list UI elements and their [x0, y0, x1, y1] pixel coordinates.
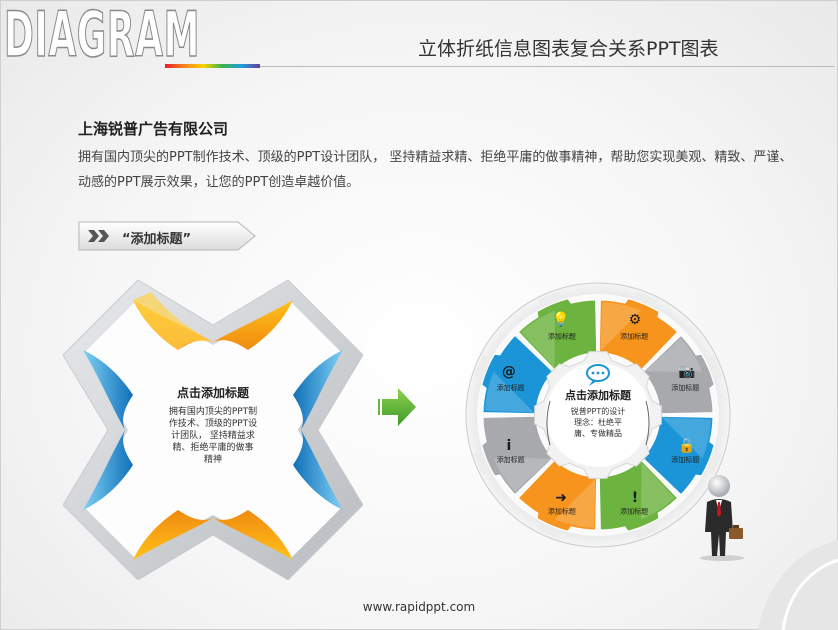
segment-highlight: [641, 461, 675, 520]
ring-segment: [642, 415, 715, 496]
right-body-line: 庸、专做精品: [574, 429, 622, 438]
blue-left-fold: [83, 350, 133, 510]
segment-highlight: [600, 302, 642, 352]
blue-right-fold: [293, 350, 343, 510]
at-icon: @: [502, 364, 516, 380]
left-body-line: 精、拒绝平庸的做事: [172, 443, 254, 453]
footer-url: www.rapidppt.com: [362, 600, 476, 614]
tag-label: “添加标题”: [122, 232, 192, 247]
segment-label: 添加标题: [548, 332, 576, 341]
left-body-line: 作技术、顶级的PPT设: [168, 419, 258, 429]
cross-inner: [85, 302, 341, 558]
folded-cross-diagram: [62, 279, 364, 584]
left-body-line: 拥有国内顶尖的PPT制: [168, 407, 258, 417]
left-center-title: 点击添加标题: [176, 386, 249, 400]
segment-label: 添加标题: [620, 506, 648, 515]
add-title-tag[interactable]: “添加标题”: [78, 221, 256, 251]
right-body-line: 理念：杜绝平: [574, 418, 622, 427]
corner-curve-decoration: [758, 540, 838, 630]
segment-highlight: [485, 371, 535, 413]
ring-notch: [474, 354, 491, 379]
header-divider: [165, 66, 835, 67]
ring-notch: [705, 354, 722, 379]
company-description: 拥有国内顶尖的PPT制作技术、顶级的PPT设计团队， 坚持精益求精、拒绝平庸的做…: [78, 150, 793, 190]
slide-title: 立体折纸信息图表复合关系PPT图表: [418, 38, 719, 60]
ring-segment: [598, 459, 679, 532]
ring-notch: [537, 291, 562, 308]
gears-icon: ⚙: [629, 312, 642, 328]
segment-label: 添加标题: [497, 455, 525, 464]
left-body-line: 计团队， 坚持精益求: [171, 431, 255, 441]
segment-label: 添加标题: [548, 506, 576, 515]
double-chevron-icon: [88, 230, 109, 242]
ring-segment: [481, 334, 554, 415]
ring-notch: [634, 522, 659, 539]
segment-highlight: [521, 310, 555, 369]
businessman-figure-icon: [698, 472, 748, 566]
exclamation-icon: !: [632, 490, 638, 506]
ring-notch: [537, 522, 562, 539]
segment-label: 添加标题: [671, 383, 699, 392]
segment-label: 添加标题: [671, 455, 699, 464]
segment-highlight: [554, 478, 596, 528]
orange-bottom-fold: [133, 510, 293, 560]
diagram-logo: DIAGRAM: [4, 0, 200, 71]
ring-notch: [705, 451, 722, 476]
left-center-body: 拥有国内顶尖的PPT制 作技术、顶级的PPT设 计团队， 坚持精益求 精、拒绝平…: [152, 406, 274, 466]
ring-segment: [517, 298, 598, 371]
ring-segment: [481, 415, 554, 496]
right-brace: [645, 400, 650, 446]
segment-highlight: [493, 458, 552, 492]
segment-highlight: [644, 338, 703, 372]
segment-label: 添加标题: [497, 383, 525, 392]
right-body-line: 锐普PPT的设计: [570, 407, 626, 416]
rainbow-accent-bar: [165, 64, 260, 68]
right-center-title: 点击添加标题: [565, 389, 631, 402]
ring-notch: [474, 451, 491, 476]
ring-segment: [598, 298, 679, 371]
left-brace: [546, 400, 551, 446]
lock-icon: 🔒: [678, 438, 695, 454]
ring-segment: [517, 459, 598, 532]
lightbulb-icon: 💡: [552, 311, 569, 328]
segment-highlight: [661, 417, 711, 459]
right-center-body: 锐普PPT的设计 理念：杜绝平 庸、专做精品: [555, 406, 641, 439]
speech-bubble-icon: [586, 364, 610, 386]
green-arrow-icon: [378, 385, 418, 433]
camera-icon: 📷: [678, 364, 695, 380]
ring-notch: [634, 291, 659, 308]
info-icon: i: [506, 438, 511, 454]
arrow-right-icon: ➜: [555, 490, 567, 506]
left-body-line: 精神: [203, 455, 222, 465]
company-name: 上海锐普广告有限公司: [78, 120, 229, 138]
tag-shape: [78, 221, 256, 251]
segment-label: 添加标题: [620, 332, 648, 341]
center-disc: [546, 363, 650, 467]
ring-segment: [642, 334, 715, 415]
